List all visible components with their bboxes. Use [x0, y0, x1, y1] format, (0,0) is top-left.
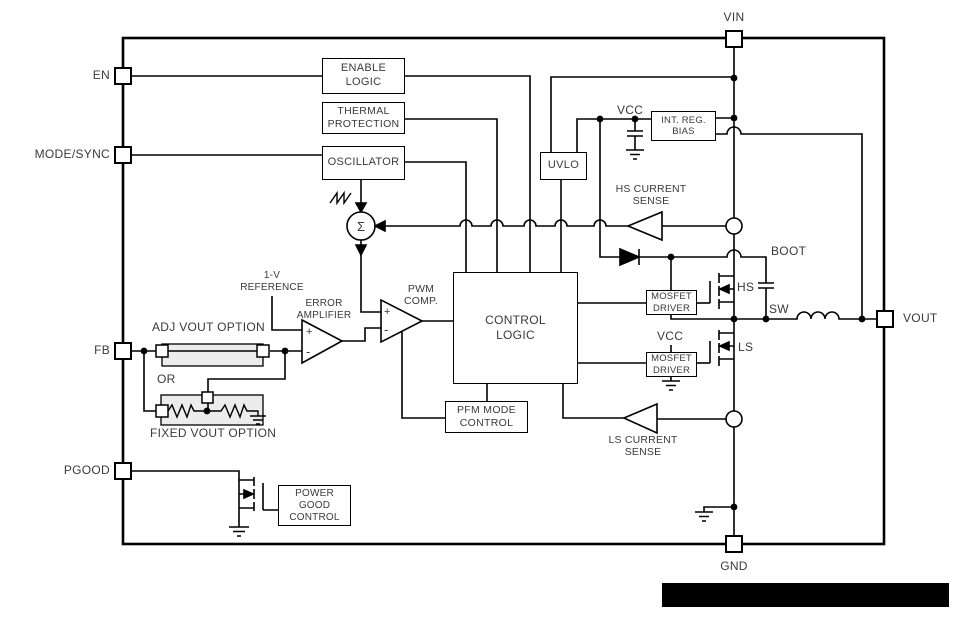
hs-current-sense-element: [725, 217, 743, 235]
vout-pin-label: VOUT: [903, 311, 938, 325]
pwm-comparator-triangle: [380, 298, 424, 344]
error-amplifier-triangle: [301, 318, 344, 365]
oscillator-to-control-wire: [405, 161, 467, 272]
hs-current-sense-amp: [625, 210, 663, 242]
ls-current-sense-element: [725, 410, 743, 428]
adj-right-terminal: [256, 344, 270, 358]
pgood-wire-ground: [131, 470, 249, 537]
sigma-symbol: Σ: [357, 219, 365, 234]
en-pin: [114, 67, 132, 85]
pwm-plus: +: [384, 306, 390, 318]
enable-to-control-wire: [405, 75, 531, 272]
error-amplifier-label: ERROR AMPLIFIER: [296, 298, 352, 321]
fb-pin: [114, 342, 132, 360]
power-ground: [695, 506, 734, 522]
uvlo-block: UVLO: [540, 152, 587, 180]
hs-driver-return-wire: [670, 315, 734, 320]
mode-sync-pin: [114, 146, 132, 164]
vin-pin-label: VIN: [723, 10, 745, 24]
boot-wire-capacitor: [639, 249, 774, 319]
thermal-to-control-wire: [405, 118, 498, 272]
chip-outline: [121, 36, 886, 546]
or-label: OR: [157, 372, 176, 386]
vcc-ls-label: VCC: [657, 329, 684, 343]
adj-vout-option-label: ADJ VOUT OPTION: [152, 320, 265, 334]
pgood-mosfet: [239, 477, 278, 511]
pwm-comp-label: PWM COMP.: [403, 283, 439, 308]
error-amp-minus: -: [306, 344, 310, 359]
summer-to-pwm-wire: [360, 240, 381, 313]
hs-sense-to-summer-wire: [385, 219, 628, 227]
vin-pin: [725, 30, 743, 48]
pgood-pin-label: PGOOD: [63, 463, 110, 477]
oscillator-block: OSCILLATOR: [322, 146, 405, 180]
gnd-pin: [725, 535, 743, 553]
uvlo-vin-sense-wire: [550, 76, 734, 152]
adj-left-terminal: [155, 344, 169, 358]
thermal-protection-block: THERMAL PROTECTION: [322, 102, 405, 134]
ls-mosfet-driver-block: MOSFET DRIVER: [646, 352, 697, 377]
mode-sync-pin-label: MODE/SYNC: [34, 147, 110, 161]
power-good-control-block: POWER GOOD CONTROL: [278, 485, 351, 526]
summer-top-arrow: [354, 202, 368, 214]
hs-label: HS: [737, 280, 755, 294]
enable-logic-block: ENABLE LOGIC: [322, 58, 405, 94]
adj-vout-option-box: [161, 343, 264, 367]
fixed-divider-resistors: [167, 403, 266, 425]
comp-to-pfm-wire: [401, 331, 445, 419]
control-logic-block: CONTROL LOGIC: [453, 272, 578, 384]
bootstrap-diode: [619, 247, 642, 267]
vcc-capacitor: [626, 119, 644, 160]
ls-label: LS: [738, 340, 754, 354]
sw-label: SW: [769, 302, 789, 316]
ls-current-sense-amp: [622, 402, 658, 435]
reference-label: 1-V REFERENCE: [240, 270, 304, 293]
fb-pin-label: FB: [94, 343, 110, 357]
vout-sense-wire: [716, 126, 863, 319]
fixed-vout-option-label: FIXED VOUT OPTION: [150, 426, 277, 440]
sawtooth-icon: [329, 190, 352, 206]
fixed-top-terminal: [201, 391, 214, 404]
pgood-pin: [114, 462, 132, 480]
error-amp-plus: +: [306, 326, 312, 338]
boot-label: BOOT: [771, 244, 807, 258]
hs-mosfet-driver-block: MOSFET DRIVER: [646, 290, 697, 315]
sw-inductor-wire: [734, 311, 877, 320]
fixed-left-terminal: [155, 404, 169, 418]
en-pin-label: EN: [92, 68, 110, 82]
redaction-bar: [662, 583, 949, 607]
ls-current-sense-label: LS CURRENT SENSE: [608, 434, 678, 459]
int-reg-bias-block: INT. REG. BIAS: [651, 111, 716, 141]
reference-wire: [271, 296, 302, 331]
summer-input-arrow: [373, 219, 386, 233]
gnd-pin-label: GND: [720, 559, 748, 573]
ls-driver-ground: [662, 377, 680, 391]
pfm-mode-control-block: PFM MODE CONTROL: [445, 401, 528, 433]
ls-mosfet: [709, 330, 734, 366]
package-pins: [114, 30, 894, 553]
junction-dots: [140, 74, 866, 511]
error-amp-output-wire: [342, 327, 381, 342]
hs-current-sense-label: HS CURRENT SENSE: [615, 183, 687, 208]
vcc-label: VCC: [617, 103, 644, 117]
vout-pin: [876, 310, 894, 328]
hs-mosfet: [709, 273, 734, 309]
vcc-to-diode-wire: [599, 119, 620, 258]
pwm-minus: -: [384, 322, 388, 337]
uvlo-vcc-wire: [576, 118, 651, 152]
ls-sense-output-wire: [562, 384, 624, 419]
summer-bottom-arrow: [354, 244, 368, 257]
